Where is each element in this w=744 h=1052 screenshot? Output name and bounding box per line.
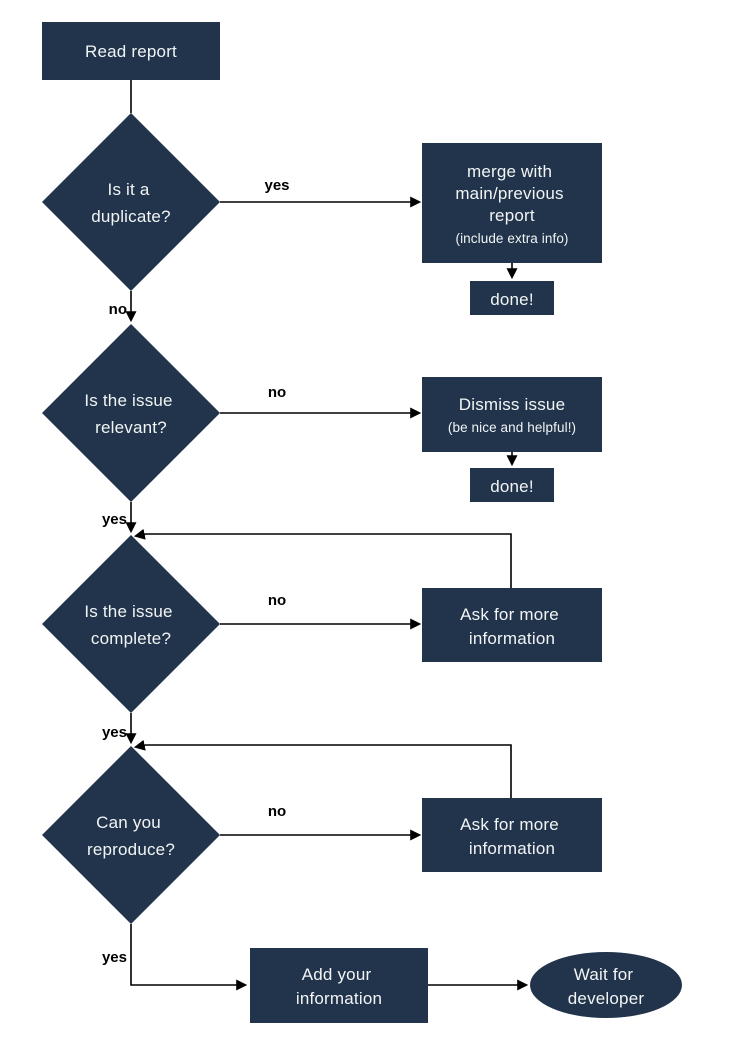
node-ask-more-info-2: Ask for more information <box>422 798 602 872</box>
wait-for-developer-label: Wait for developer <box>568 965 645 1008</box>
add-information-label: Add your information <box>296 965 382 1008</box>
merge-report-label: merge with main/previous report <box>455 162 568 225</box>
dismiss-issue-note: (be nice and helpful!) <box>448 420 576 435</box>
is-duplicate-diamond <box>42 113 220 291</box>
node-can-reproduce: Can you reproduce? <box>42 746 220 924</box>
edge-ask2-loopback <box>133 739 512 798</box>
edge-label-complete-yes: yes <box>102 724 127 741</box>
read-report-label: Read report <box>85 42 177 61</box>
edge-label-complete-no: no <box>268 592 286 609</box>
node-done-after-merge: done! <box>470 281 554 315</box>
can-reproduce-diamond <box>42 746 220 924</box>
edge-reproduce-yes <box>130 924 248 991</box>
is-complete-diamond <box>42 535 220 713</box>
edge-label-reproduce-no: no <box>268 803 286 820</box>
edge-label-relevant-yes: yes <box>102 511 127 528</box>
is-duplicate-label: Is it a duplicate? <box>91 180 171 226</box>
wait-for-developer-ellipse <box>530 952 682 1018</box>
done-after-dismiss-label: done! <box>490 477 534 496</box>
edge-ask1-loopback <box>133 528 512 588</box>
node-dismiss-issue: Dismiss issue (be nice and helpful!) <box>422 377 602 452</box>
ask-more-info-1-box <box>422 588 602 662</box>
dismiss-issue-label: Dismiss issue <box>459 395 566 414</box>
is-relevant-diamond <box>42 324 220 502</box>
node-is-duplicate: Is it a duplicate? <box>42 113 220 291</box>
edge-label-reproduce-yes: yes <box>102 949 127 966</box>
read-report-box <box>42 22 220 80</box>
node-is-relevant: Is the issue relevant? <box>42 324 220 502</box>
node-read-report: Read report <box>42 22 220 80</box>
done-after-merge-box <box>470 281 554 315</box>
nodes: Read report Is it a duplicate? merge wit… <box>42 22 682 1023</box>
edge-label-relevant-no: no <box>268 384 286 401</box>
edge-label-duplicate-no: no <box>109 301 127 318</box>
done-after-merge-label: done! <box>490 290 534 309</box>
ask-more-info-2-label: Ask for more information <box>460 815 564 858</box>
merge-report-box <box>422 143 602 263</box>
ask-more-info-2-box <box>422 798 602 872</box>
node-is-complete: Is the issue complete? <box>42 535 220 713</box>
edge-label-duplicate-yes: yes <box>264 177 289 194</box>
add-information-box <box>250 948 428 1023</box>
node-ask-more-info-1: Ask for more information <box>422 588 602 662</box>
ask-more-info-1-label: Ask for more information <box>460 605 564 648</box>
can-reproduce-label: Can you reproduce? <box>87 813 175 859</box>
done-after-dismiss-box <box>470 468 554 502</box>
node-merge-report: merge with main/previous report (include… <box>422 143 602 263</box>
is-complete-label: Is the issue complete? <box>84 602 177 648</box>
node-wait-for-developer: Wait for developer <box>530 952 682 1018</box>
dismiss-issue-box <box>422 377 602 452</box>
node-add-information: Add your information <box>250 948 428 1023</box>
node-done-after-dismiss: done! <box>470 468 554 502</box>
edges: yes no no yes no yes no yes <box>102 80 529 991</box>
is-relevant-label: Is the issue relevant? <box>84 391 177 437</box>
merge-report-note: (include extra info) <box>455 231 568 246</box>
